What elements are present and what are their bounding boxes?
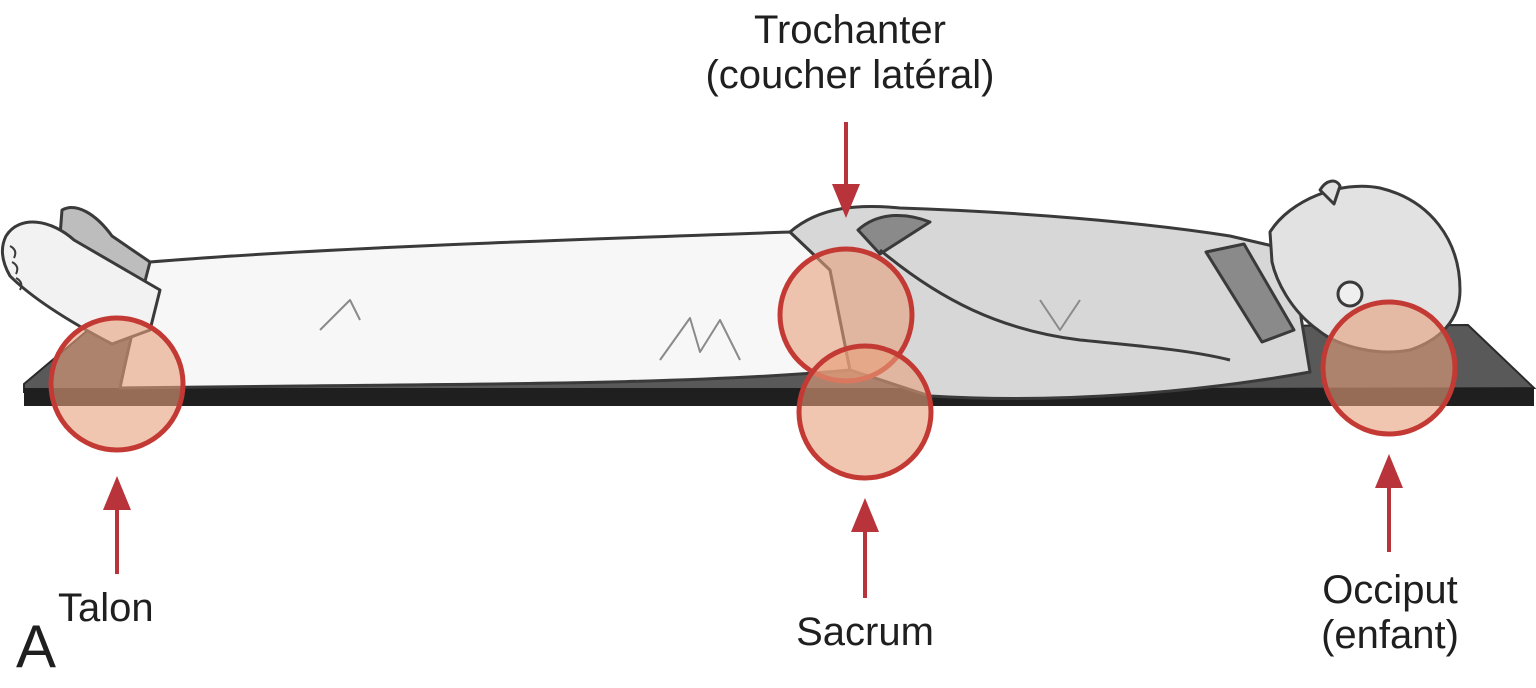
marker-sacrum <box>796 343 934 481</box>
patient-figure <box>1 179 1462 400</box>
label-talon-line1: Talon <box>58 586 154 630</box>
label-occiput-line1: Occiput <box>1322 568 1458 612</box>
legs <box>118 230 852 390</box>
label-trochanter-line1: Trochanter <box>754 8 946 52</box>
toes <box>9 245 23 291</box>
wrinkles <box>319 299 1081 361</box>
marker-talon <box>48 315 186 453</box>
arrow-up-icon <box>1375 454 1403 488</box>
label-trochanter: Trochanter (coucher latéral) <box>620 8 1080 98</box>
gown-band <box>1204 242 1296 344</box>
table-edge <box>24 388 1534 406</box>
nose <box>1318 179 1342 206</box>
arrows <box>103 122 1403 598</box>
label-sacrum-line1: Sacrum <box>796 610 934 654</box>
marker-occiput <box>1320 299 1458 437</box>
label-sacrum: Sacrum <box>760 610 970 655</box>
gown-fold <box>856 214 932 256</box>
panel-letter: A <box>16 613 57 680</box>
label-occiput: Occiput (enfant) <box>1290 568 1490 658</box>
label-trochanter-line2: (coucher latéral) <box>705 52 995 97</box>
arrow-down-icon <box>832 184 860 218</box>
ear <box>1336 280 1364 308</box>
label-occiput-line2: (enfant) <box>1321 612 1459 657</box>
pressure-markers <box>48 246 1458 481</box>
arrow-up-icon <box>851 498 879 532</box>
label-talon: Talon <box>58 586 178 631</box>
arm <box>879 248 1231 362</box>
foot-front <box>1 220 162 346</box>
arrow-up-icon <box>103 476 131 510</box>
